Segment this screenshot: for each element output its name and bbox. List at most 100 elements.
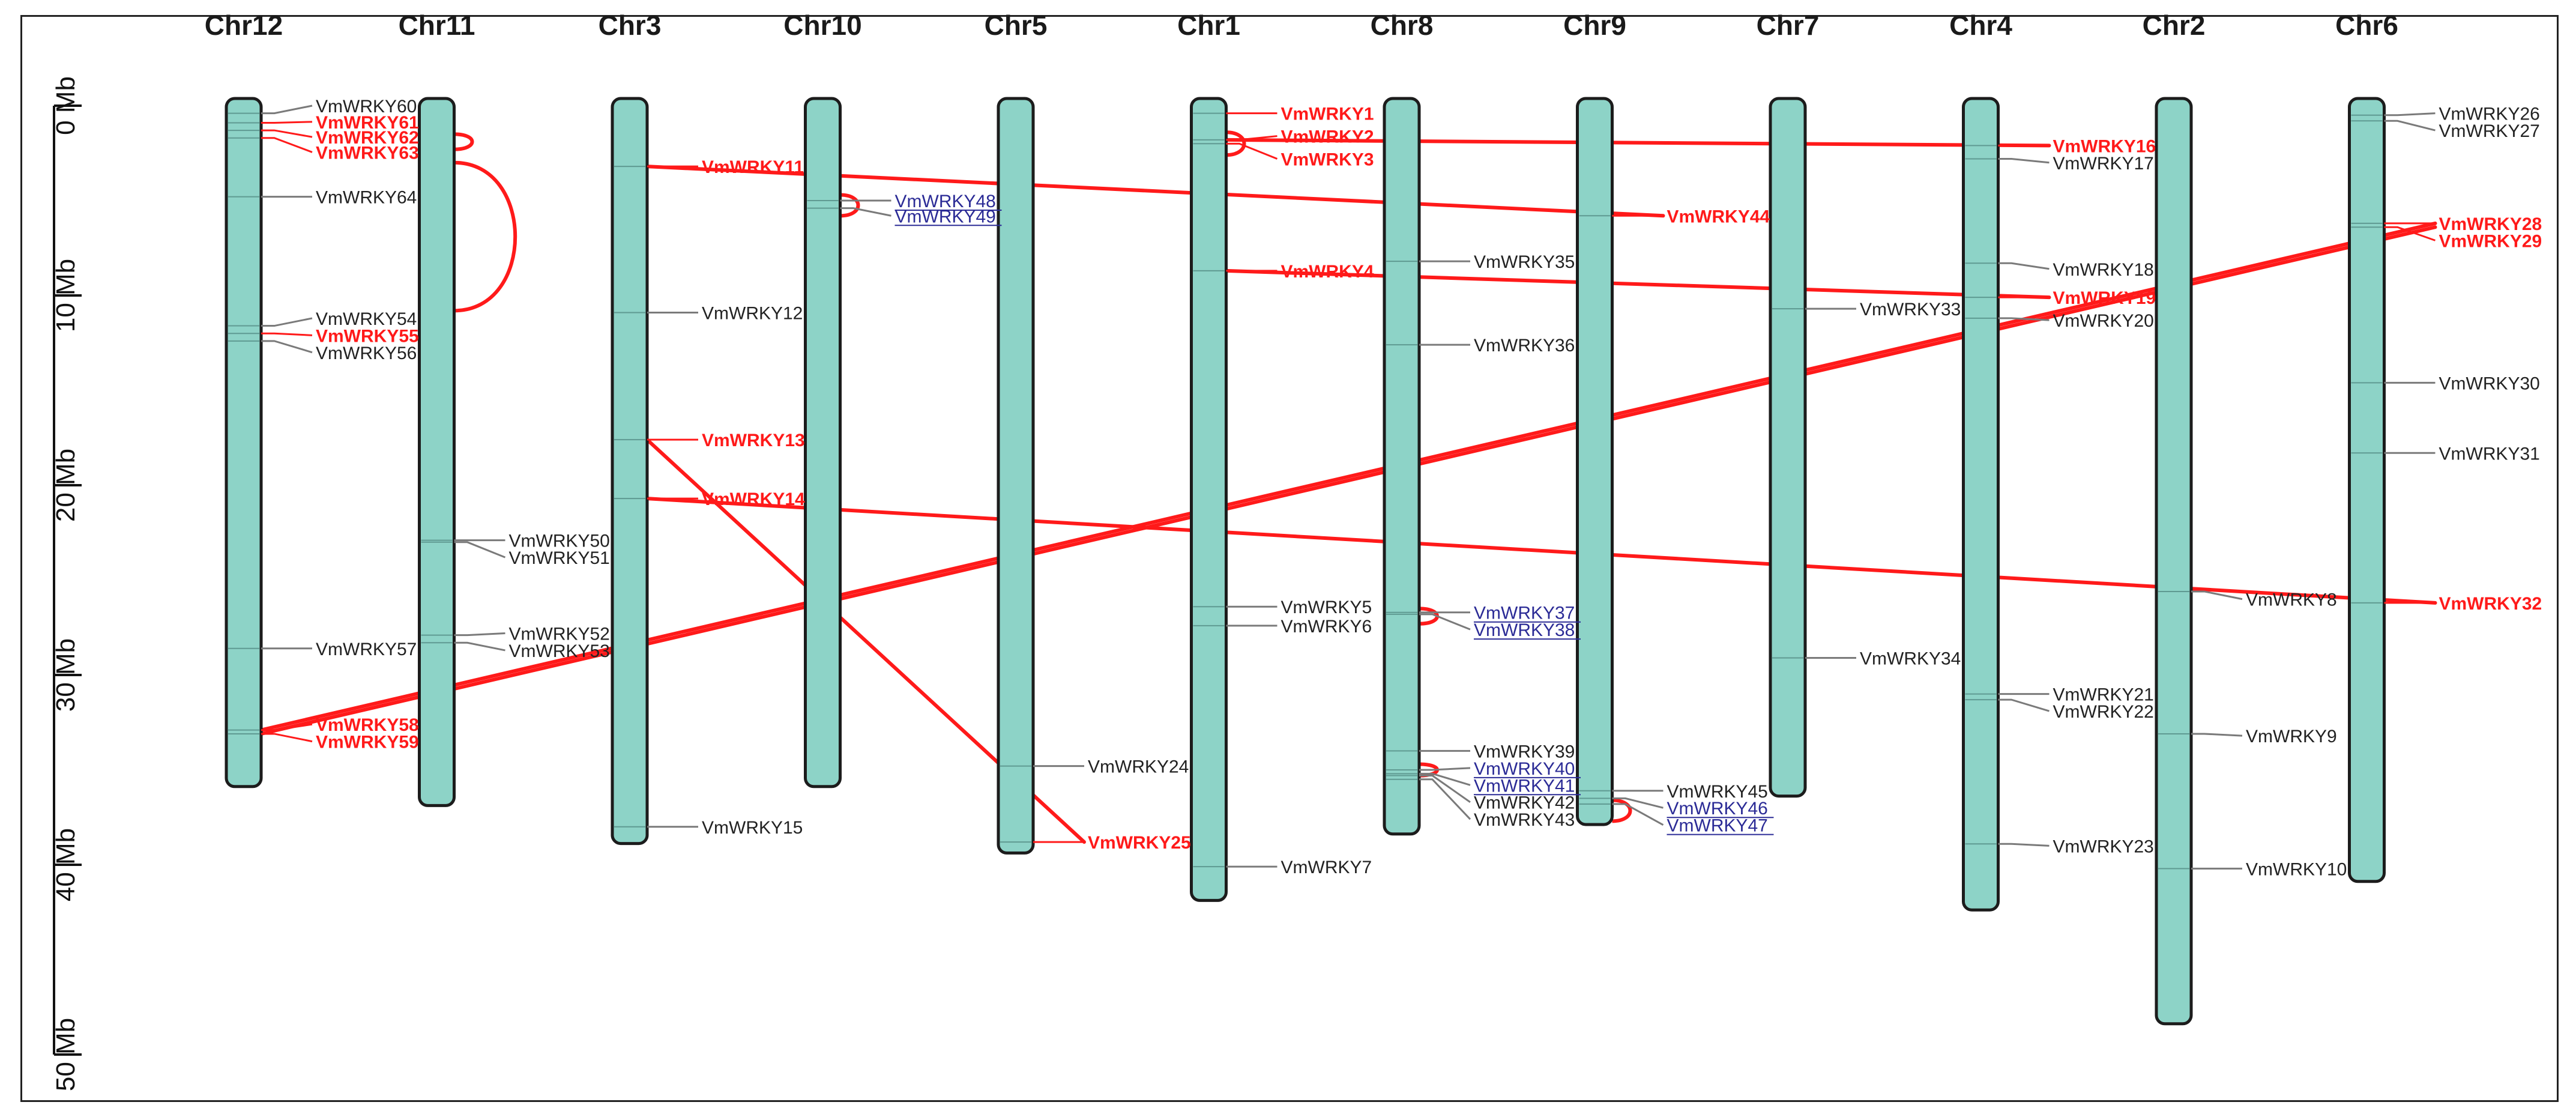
gene-connector [1226, 142, 1278, 160]
chromosome-chr11 [418, 97, 456, 807]
gene-label-vmwrky44: VmWRKY44 [1667, 207, 1770, 226]
gene-connector [2191, 733, 2243, 737]
gene-label-vmwrky56: VmWRKY56 [316, 344, 417, 363]
gene-label-vmwrky9: VmWRKY9 [2246, 727, 2337, 746]
gene-label-vmwrky32: VmWRKY32 [2439, 594, 2542, 614]
gene-connector [454, 632, 505, 637]
gene-connector [261, 317, 313, 327]
gene-label-vmwrky38: VmWRKY38 [1474, 620, 1575, 640]
gene-connector [2384, 120, 2436, 132]
gene-label-vmwrky29: VmWRKY29 [2439, 231, 2542, 251]
chromosome-name-chr9: Chr9 [1563, 10, 1626, 41]
gene-connector [840, 207, 891, 217]
chromosome-name-chr11: Chr11 [399, 10, 475, 41]
gene-label-vmwrky2: VmWRKY2 [1281, 127, 1374, 147]
gene-label-vmwrky7: VmWRKY7 [1281, 858, 1372, 877]
scale-tick-label: 10 Mb [51, 259, 80, 332]
gene-label-vmwrky15: VmWRKY15 [702, 818, 803, 838]
gene-label-vmwrky33: VmWRKY33 [1860, 300, 1961, 319]
gene-label-vmwrky3: VmWRKY3 [1281, 150, 1374, 169]
gene-label-vmwrky57: VmWRKY57 [316, 640, 417, 659]
gene-connector [261, 129, 313, 138]
chromosome-name-chr5: Chr5 [985, 10, 1048, 41]
gene-connector [1226, 135, 1277, 141]
gene-label-vmwrky14: VmWRKY14 [702, 489, 805, 509]
chromosome-chr4 [1962, 97, 2000, 912]
chromosome-name-chr1: Chr1 [1177, 10, 1240, 41]
gene-label-vmwrky37: VmWRKY37 [1474, 604, 1575, 623]
gene-connector [1998, 843, 2050, 847]
gene-label-vmwrky49: VmWRKY49 [895, 207, 996, 226]
gene-label-vmwrky13: VmWRKY13 [702, 431, 805, 450]
duplication-arc [454, 132, 474, 151]
gene-label-vmwrky45: VmWRKY45 [1667, 782, 1768, 802]
gene-label-vmwrky20: VmWRKY20 [2053, 311, 2154, 331]
chromosome-chr5 [997, 97, 1035, 855]
chromosome-name-chr8: Chr8 [1371, 10, 1434, 41]
gene-label-vmwrky6: VmWRKY6 [1281, 617, 1372, 637]
gene-connector [2384, 112, 2436, 117]
gene-label-vmwrky63: VmWRKY63 [316, 143, 419, 163]
figure-frame [20, 15, 2559, 1102]
gene-label-vmwrky28: VmWRKY28 [2439, 214, 2542, 234]
gene-connector [261, 340, 313, 354]
gene-label-vmwrky40: VmWRKY40 [1474, 759, 1575, 779]
chromosome-name-chr3: Chr3 [599, 10, 662, 41]
gene-connector [1612, 803, 1664, 826]
duplication-arc [1419, 607, 1439, 626]
gene-label-vmwrky53: VmWRKY53 [509, 641, 610, 661]
gene-label-vmwrky50: VmWRKY50 [509, 531, 610, 551]
segmental-link [645, 497, 2437, 605]
gene-label-vmwrky46: VmWRKY46 [1667, 799, 1768, 819]
gene-label-vmwrky27: VmWRKY27 [2439, 121, 2540, 141]
chromosome-chr1 [1190, 97, 1228, 902]
gene-label-vmwrky4: VmWRKY4 [1281, 262, 1374, 282]
gene-connector [261, 137, 313, 153]
gene-label-vmwrky62: VmWRKY62 [316, 128, 419, 148]
gene-labels: VmWRKY60VmWRKY61VmWRKY62VmWRKY63VmWRKY64… [261, 97, 2542, 879]
gene-label-vmwrky48: VmWRKY48 [895, 192, 996, 211]
gene-connector [1419, 613, 1471, 631]
gene-label-vmwrky55: VmWRKY55 [316, 326, 419, 346]
gene-connector [1419, 774, 1471, 803]
gene-label-vmwrky61: VmWRKY61 [316, 113, 419, 133]
gene-label-vmwrky39: VmWRKY39 [1474, 742, 1575, 761]
scale-tick-label: 50 Mb [51, 1018, 80, 1091]
gene-label-vmwrky23: VmWRKY23 [2053, 837, 2154, 856]
gene-label-vmwrky21: VmWRKY21 [2053, 685, 2154, 705]
gene-connector [1419, 772, 1471, 786]
gene-label-vmwrky35: VmWRKY35 [1474, 252, 1575, 272]
duplication-arc [1612, 798, 1632, 823]
gene-label-vmwrky58: VmWRKY58 [316, 715, 419, 735]
gene-connector [2384, 226, 2436, 241]
chromosome-chr8 [1383, 97, 1421, 836]
gene-connector [1612, 797, 1664, 809]
chromosome-chr2 [2155, 97, 2193, 1026]
chromosome-name-chr10: Chr10 [783, 10, 861, 41]
gene-connector [1998, 157, 2050, 164]
gene-connector [1419, 767, 1471, 771]
gene-label-vmwrky43: VmWRKY43 [1474, 810, 1575, 830]
gene-label-vmwrky59: VmWRKY59 [316, 733, 419, 752]
chromosome-name-chr2: Chr2 [2143, 10, 2206, 41]
chromosome-chr6 [2348, 97, 2386, 883]
scale-tick-label: 30 Mb [51, 638, 80, 712]
gene-label-vmwrky24: VmWRKY24 [1088, 757, 1189, 777]
chromosome-chr3 [611, 97, 649, 846]
gene-label-vmwrky52: VmWRKY52 [509, 624, 610, 644]
segmental-link [1224, 268, 2051, 300]
gene-label-vmwrky19: VmWRKY19 [2053, 288, 2156, 308]
gene-connector [261, 104, 313, 115]
chromosome-name-chr7: Chr7 [1757, 10, 1820, 41]
gene-label-vmwrky22: VmWRKY22 [2053, 702, 2154, 722]
gene-label-vmwrky34: VmWRKY34 [1860, 649, 1961, 669]
gene-connector [454, 541, 506, 558]
chromosome-chr10 [804, 97, 842, 789]
gene-connector [1419, 778, 1471, 820]
gene-connector [1998, 317, 2050, 321]
scale-tick-label: 40 Mb [51, 828, 80, 901]
duplication-arc [454, 160, 517, 313]
chromosome-chr7 [1769, 97, 1807, 798]
